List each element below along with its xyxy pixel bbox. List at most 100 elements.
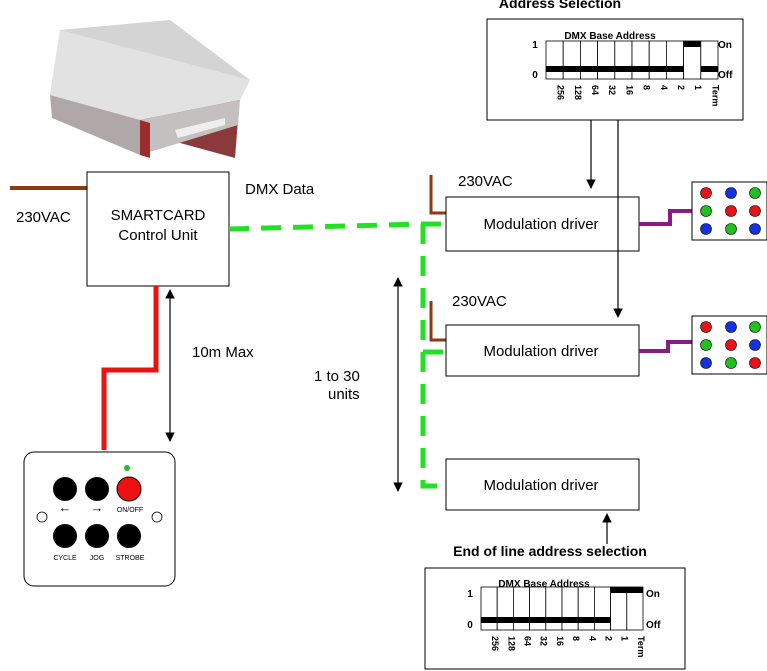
top-dip-cell-2 — [580, 40, 599, 80]
strobe-button[interactable] — [117, 524, 141, 548]
bottom-dip-knob-3 — [529, 617, 546, 623]
bottom-dip-knob-1 — [497, 617, 514, 623]
led-2-0-1 — [725, 321, 737, 333]
end-of-line-title: End of line address selection — [453, 543, 647, 559]
bottom-dip-knob-0 — [481, 617, 498, 623]
led-panel-2 — [691, 315, 767, 375]
ten-m-max-label: 10m Max — [192, 344, 254, 361]
bottom-dip-cell-3 — [529, 586, 547, 631]
bottom-dip-knob-7 — [594, 617, 611, 623]
cycle-button[interactable] — [53, 524, 77, 548]
smartcard-device-image — [50, 20, 250, 158]
bottom-dip-one-label: 1 — [467, 589, 473, 600]
right-screw-icon — [151, 511, 163, 523]
bottom-dip-value-6: 4 — [587, 636, 597, 641]
led-1-0-0 — [700, 187, 712, 199]
onoff-label: ON/OFF — [117, 507, 143, 514]
led-1-1-1 — [725, 205, 737, 217]
led-1-0-2 — [749, 187, 761, 199]
led-2-0-2 — [749, 321, 761, 333]
left-button[interactable] — [53, 477, 77, 501]
led-2-1-0 — [700, 339, 712, 351]
bottom-dip-cell-7 — [594, 586, 612, 631]
units-label-line2: units — [328, 386, 360, 403]
bottom-dip-cell-9 — [626, 586, 644, 631]
top-dip-cell-3 — [597, 40, 616, 80]
modulation-driver-1-label: Modulation driver — [483, 216, 598, 233]
cycle-label: CYCLE — [53, 555, 77, 562]
dmx-data-label: DMX Data — [245, 181, 315, 198]
top-dip-off-label: Off — [718, 70, 733, 81]
jog-button[interactable] — [85, 524, 109, 548]
led-cable-1 — [639, 209, 692, 226]
top-dip-value-3: 32 — [607, 85, 617, 95]
top-dip-cell-1 — [562, 40, 581, 80]
led-1-2-1 — [725, 223, 737, 235]
bottom-dip-knob-2 — [513, 617, 530, 623]
modulation-driver-1[interactable] — [445, 196, 640, 252]
strobe-label: STROBE — [116, 555, 145, 562]
bottom-dip-on-label: On — [646, 589, 660, 600]
right-button[interactable] — [85, 477, 109, 501]
bottom-dip-cell-8 — [610, 586, 628, 631]
top-dip-value-5: 8 — [642, 85, 652, 90]
onoff-button[interactable] — [116, 476, 142, 502]
led-2-1-2 — [749, 339, 761, 351]
top-dip-title: DMX Base Address — [564, 31, 656, 42]
top-dip-knob-7 — [666, 66, 684, 72]
led-1-2-2 — [749, 223, 761, 235]
bottom-dip-switches — [480, 586, 644, 631]
led-2-2-2 — [749, 357, 761, 369]
led-2-1-1 — [725, 339, 737, 351]
top-dip-on-label: On — [718, 40, 732, 51]
bottom-dip-knob-8 — [610, 587, 627, 593]
top-dip-knob-3 — [597, 66, 615, 72]
top-dip-zero-label: 0 — [532, 70, 538, 81]
top-dip-value-8: 1 — [693, 85, 703, 90]
driver1-power-cable — [429, 175, 446, 215]
bottom-dip-value-8: 1 — [620, 636, 630, 641]
top-dip-knob-5 — [632, 66, 650, 72]
jog-label: JOG — [90, 555, 104, 562]
bottom-dip-value-5: 8 — [571, 636, 581, 641]
top-dip-switches — [545, 40, 719, 80]
led-1-1-0 — [700, 205, 712, 217]
bottom-dip-cell-1 — [496, 586, 514, 631]
status-led-icon — [124, 465, 130, 471]
units-label-line1: 1 to 30 — [314, 368, 360, 385]
modulation-driver-2-label: Modulation driver — [483, 343, 598, 360]
control-unit-label: Control Unit — [118, 227, 198, 244]
top-dip-knob-4 — [614, 66, 632, 72]
bottom-dip-knob-6 — [578, 617, 595, 623]
smartcard-label: SMARTCARD — [111, 207, 206, 224]
left-arrow-label: ← — [59, 500, 72, 515]
bottom-dip-cell-2 — [513, 586, 531, 631]
bottom-dip-value-4: 16 — [555, 636, 565, 646]
bottom-dip-off-label: Off — [646, 620, 661, 631]
bottom-dip-knob-5 — [562, 617, 579, 623]
driver2-power-label: 230VAC — [452, 293, 507, 310]
top-dip-cell-5 — [631, 40, 650, 80]
modulation-driver-2[interactable] — [445, 324, 640, 377]
led-1-0-1 — [725, 187, 737, 199]
top-dip-cell-9 — [700, 40, 719, 80]
driver2-power-cable — [429, 301, 446, 342]
top-dip-value-4: 16 — [624, 85, 634, 95]
led-2-2-1 — [725, 357, 737, 369]
led-cable-2 — [639, 340, 692, 353]
top-dip-cell-6 — [648, 40, 667, 80]
remote-cable — [101, 286, 159, 450]
bottom-dip-title: DMX Base Address — [498, 579, 590, 590]
main-power-label: 230VAC — [16, 209, 71, 226]
led-2-2-0 — [700, 357, 712, 369]
top-dip-knob-9 — [700, 66, 718, 72]
top-dip-value-2: 64 — [590, 85, 600, 95]
modulation-driver-3[interactable] — [445, 458, 640, 511]
bottom-dip-value-0: 256 — [490, 636, 500, 651]
bottom-dip-value-3: 32 — [539, 636, 549, 646]
top-dip-value-7: 2 — [676, 85, 686, 90]
